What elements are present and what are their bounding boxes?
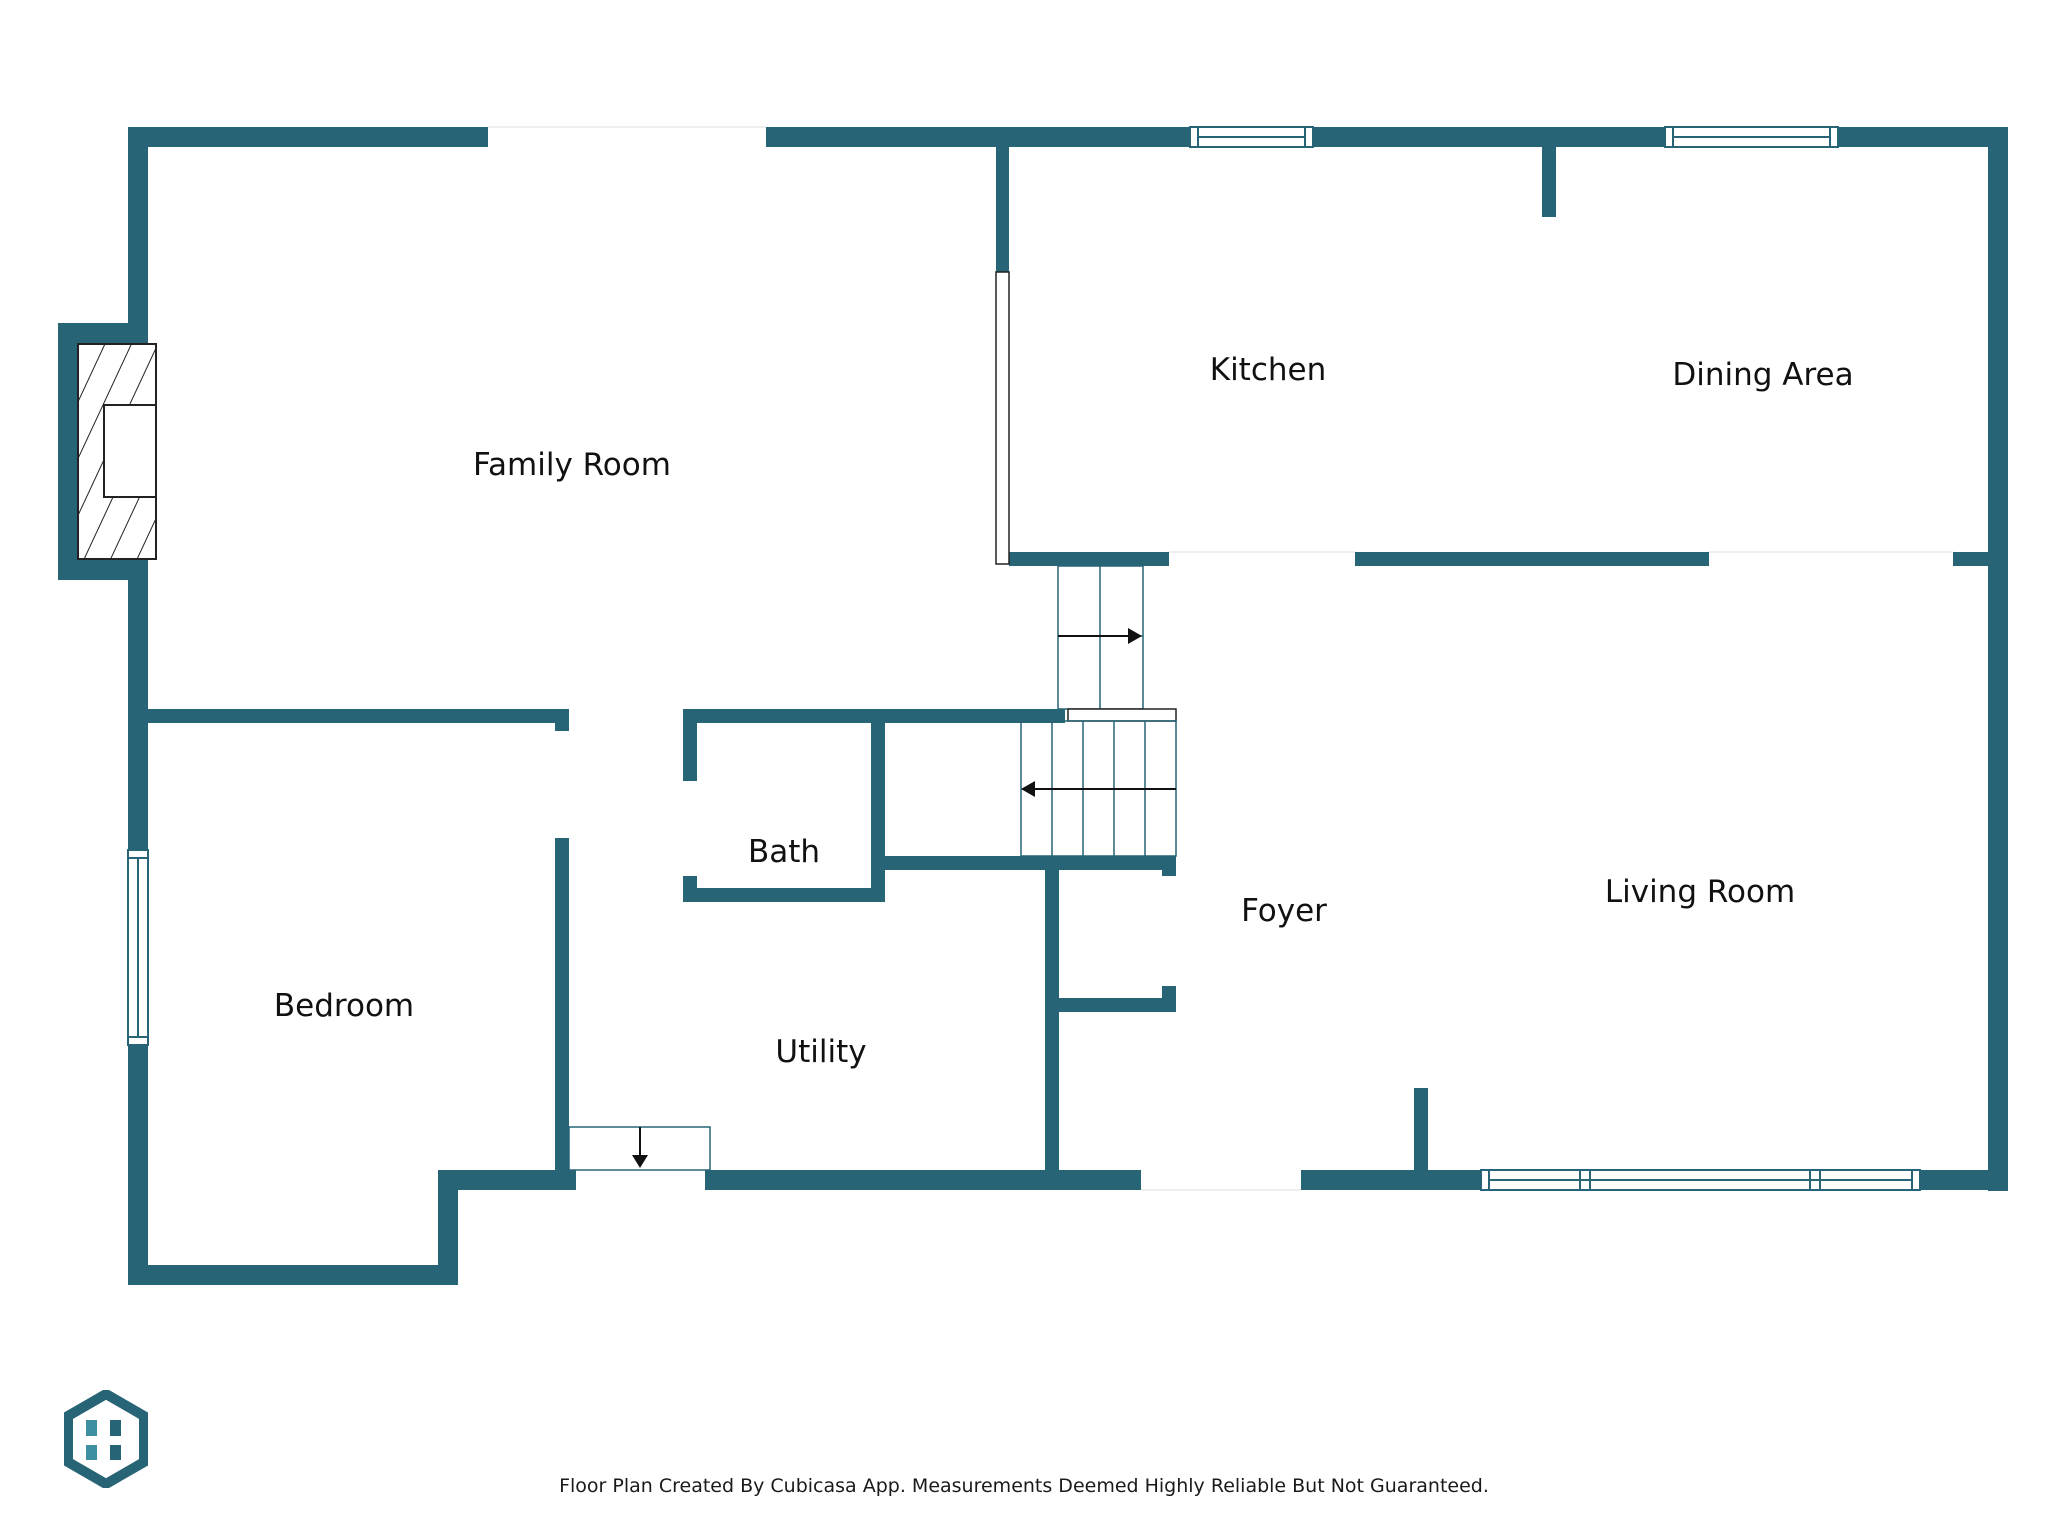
utility-steps xyxy=(568,1126,711,1171)
windows xyxy=(127,126,1921,1191)
wall-bottom-1 xyxy=(438,1170,576,1190)
wall-bath-right xyxy=(871,709,885,902)
wall-closet-bottom xyxy=(1045,998,1176,1012)
wall-bath-left-1 xyxy=(683,709,697,781)
room-label-kitchen: Kitchen xyxy=(1210,352,1327,388)
room-label-bedroom: Bedroom xyxy=(274,988,414,1024)
wall-kitchen-bottom-2 xyxy=(1355,552,1709,566)
stairs-up-arrowhead xyxy=(1128,628,1142,644)
wall-utility-right xyxy=(1045,856,1059,1170)
wall-left-2 xyxy=(128,560,148,850)
wall-closet-right xyxy=(1162,986,1176,1012)
walls xyxy=(58,127,2008,1285)
wall-bottom-2 xyxy=(705,1170,1141,1190)
wall-top-3 xyxy=(1313,127,1665,147)
wall-stair-bottom xyxy=(885,856,1176,870)
wall-left-1 xyxy=(128,127,148,327)
wall-kitchen-left xyxy=(996,147,1009,272)
room-label-family-room: Family Room xyxy=(473,447,671,483)
wall-bottom-3 xyxy=(1301,1170,1481,1190)
window-top-dining xyxy=(1664,126,1839,148)
wall-utility-left xyxy=(555,888,569,1170)
room-label-foyer: Foyer xyxy=(1241,893,1327,929)
wall-right xyxy=(1988,127,2008,1191)
wall-fireplace-top xyxy=(58,323,148,343)
room-label-utility: Utility xyxy=(775,1034,866,1070)
wall-left-3 xyxy=(128,1045,148,1285)
room-label-bath: Bath xyxy=(748,834,820,870)
wall-stair-right-stub xyxy=(1162,856,1176,876)
wall-top-2 xyxy=(766,127,1190,147)
openings xyxy=(488,126,1953,1191)
wall-fireplace-bottom xyxy=(58,560,148,580)
fireplace xyxy=(77,343,157,560)
wall-kitchen-bottom-1 xyxy=(1009,552,1169,566)
wall-top-4 xyxy=(1838,127,2008,147)
room-label-dining-area: Dining Area xyxy=(1672,357,1853,393)
wall-kitchen-dining-stub xyxy=(1542,147,1556,217)
wall-bedroom-step xyxy=(438,1170,458,1285)
wall-fireplace-left xyxy=(58,323,78,580)
window-left-bedroom xyxy=(127,849,149,1046)
wall-bottom-4 xyxy=(1920,1170,2008,1190)
stairs-down-arrowhead xyxy=(1021,781,1035,797)
kitchen-half-wall xyxy=(995,271,1010,565)
wall-kitchen-bottom-3 xyxy=(1953,552,1988,566)
window-bottom-living xyxy=(1480,1169,1921,1191)
room-label-living-room: Living Room xyxy=(1605,874,1795,910)
cubicasa-logo-icon xyxy=(64,1390,148,1488)
wall-bedroom-bottom xyxy=(128,1265,458,1285)
wall-top-1 xyxy=(128,127,488,147)
wall-bath-bottom xyxy=(683,888,885,902)
window-top-kitchen xyxy=(1189,126,1314,148)
footer-disclaimer: Floor Plan Created By Cubicasa App. Meas… xyxy=(559,1475,1489,1497)
wall-bedroom-top xyxy=(148,709,568,723)
wall-living-stub xyxy=(1414,1088,1428,1170)
stairs-up xyxy=(1057,565,1177,722)
wall-bedroom-top-stub xyxy=(555,709,569,731)
